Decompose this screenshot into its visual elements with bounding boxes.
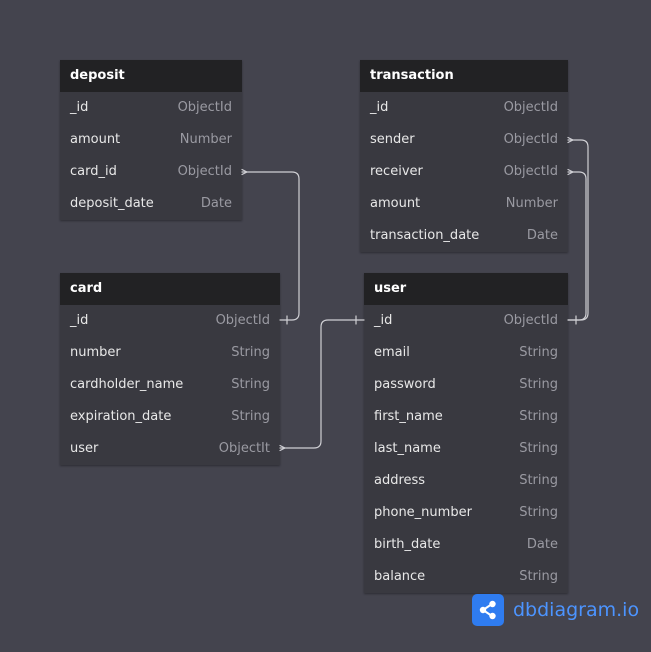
table-row[interactable]: first_name String [364, 401, 568, 433]
relation-sender-user[interactable] [567, 136, 589, 321]
field-type: String [231, 345, 270, 360]
field-name: first_name [374, 409, 443, 424]
table-row[interactable]: number String [60, 337, 280, 369]
table-row[interactable]: receiver ObjectId [360, 156, 568, 188]
brand[interactable]: dbdiagram.io [472, 594, 639, 626]
field-name: sender [370, 132, 415, 147]
field-name: _id [370, 100, 389, 115]
field-type: Number [505, 196, 558, 211]
field-name: _id [70, 100, 89, 115]
field-type: Date [526, 537, 558, 552]
field-name: _id [374, 313, 393, 328]
table-row[interactable]: last_name String [364, 433, 568, 465]
field-name: balance [374, 569, 426, 584]
field-type: Number [179, 132, 232, 147]
field-name: receiver [370, 164, 423, 179]
field-type: ObjectId [503, 164, 558, 179]
table-row[interactable]: _id ObjectId [360, 92, 568, 124]
field-type: ObjectId [177, 164, 232, 179]
field-type: ObjectId [503, 100, 558, 115]
share-nodes-icon [472, 594, 504, 626]
field-type: String [231, 377, 270, 392]
table-row[interactable]: card_id ObjectId [60, 156, 242, 188]
table-header[interactable]: card [60, 273, 280, 305]
field-type: Date [200, 196, 232, 211]
field-type: String [519, 441, 558, 456]
field-type: ObjectId [215, 313, 270, 328]
field-type: String [519, 377, 558, 392]
field-name: deposit_date [70, 196, 154, 211]
field-name: user [70, 441, 99, 456]
field-type: ObjectId [177, 100, 232, 115]
table-row[interactable]: balance String [364, 561, 568, 593]
field-name: phone_number [374, 505, 472, 520]
relation-receiver-user[interactable] [567, 168, 587, 321]
table-row[interactable]: transaction_date Date [360, 220, 568, 252]
table-row[interactable]: password String [364, 369, 568, 401]
field-name: _id [70, 313, 89, 328]
table-row[interactable]: sender ObjectId [360, 124, 568, 156]
field-name: password [374, 377, 436, 392]
field-type: ObjectId [503, 132, 558, 147]
field-name: last_name [374, 441, 441, 456]
field-type: String [519, 345, 558, 360]
field-name: number [70, 345, 121, 360]
table-row[interactable]: _id ObjectId [60, 92, 242, 124]
field-type: ObjectId [503, 313, 558, 328]
table-row[interactable]: _id ObjectId [60, 305, 280, 337]
table-header[interactable]: deposit [60, 60, 242, 92]
table-row[interactable]: cardholder_name String [60, 369, 280, 401]
field-name: address [374, 473, 426, 488]
field-name: card_id [70, 164, 117, 179]
field-type: String [519, 409, 558, 424]
field-type: String [519, 505, 558, 520]
table-row[interactable]: birth_date Date [364, 529, 568, 561]
table-row[interactable]: address String [364, 465, 568, 497]
field-name: transaction_date [370, 228, 480, 243]
brand-name: dbdiagram.io [513, 599, 640, 621]
field-type: String [519, 473, 558, 488]
table-row[interactable]: amount Number [60, 124, 242, 156]
field-name: email [374, 345, 410, 360]
table-row[interactable]: expiration_date String [60, 401, 280, 433]
field-name: expiration_date [70, 409, 172, 424]
table-row[interactable]: _id ObjectId [364, 305, 568, 337]
relation-card-user[interactable] [279, 315, 365, 452]
field-type: String [231, 409, 270, 424]
field-name: birth_date [374, 537, 441, 552]
relation-deposit-card[interactable] [241, 168, 300, 325]
table-row[interactable]: phone_number String [364, 497, 568, 529]
field-type: ObjectIt [218, 441, 270, 456]
table-row[interactable]: email String [364, 337, 568, 369]
table-row[interactable]: deposit_date Date [60, 188, 242, 220]
table-header[interactable]: transaction [360, 60, 568, 92]
field-name: cardholder_name [70, 377, 184, 392]
table-row[interactable]: amount Number [360, 188, 568, 220]
field-name: amount [70, 132, 121, 147]
table-header[interactable]: user [364, 273, 568, 305]
table-row[interactable]: user ObjectIt [60, 433, 280, 465]
field-name: amount [370, 196, 421, 211]
field-type: String [519, 569, 558, 584]
field-type: Date [526, 228, 558, 243]
